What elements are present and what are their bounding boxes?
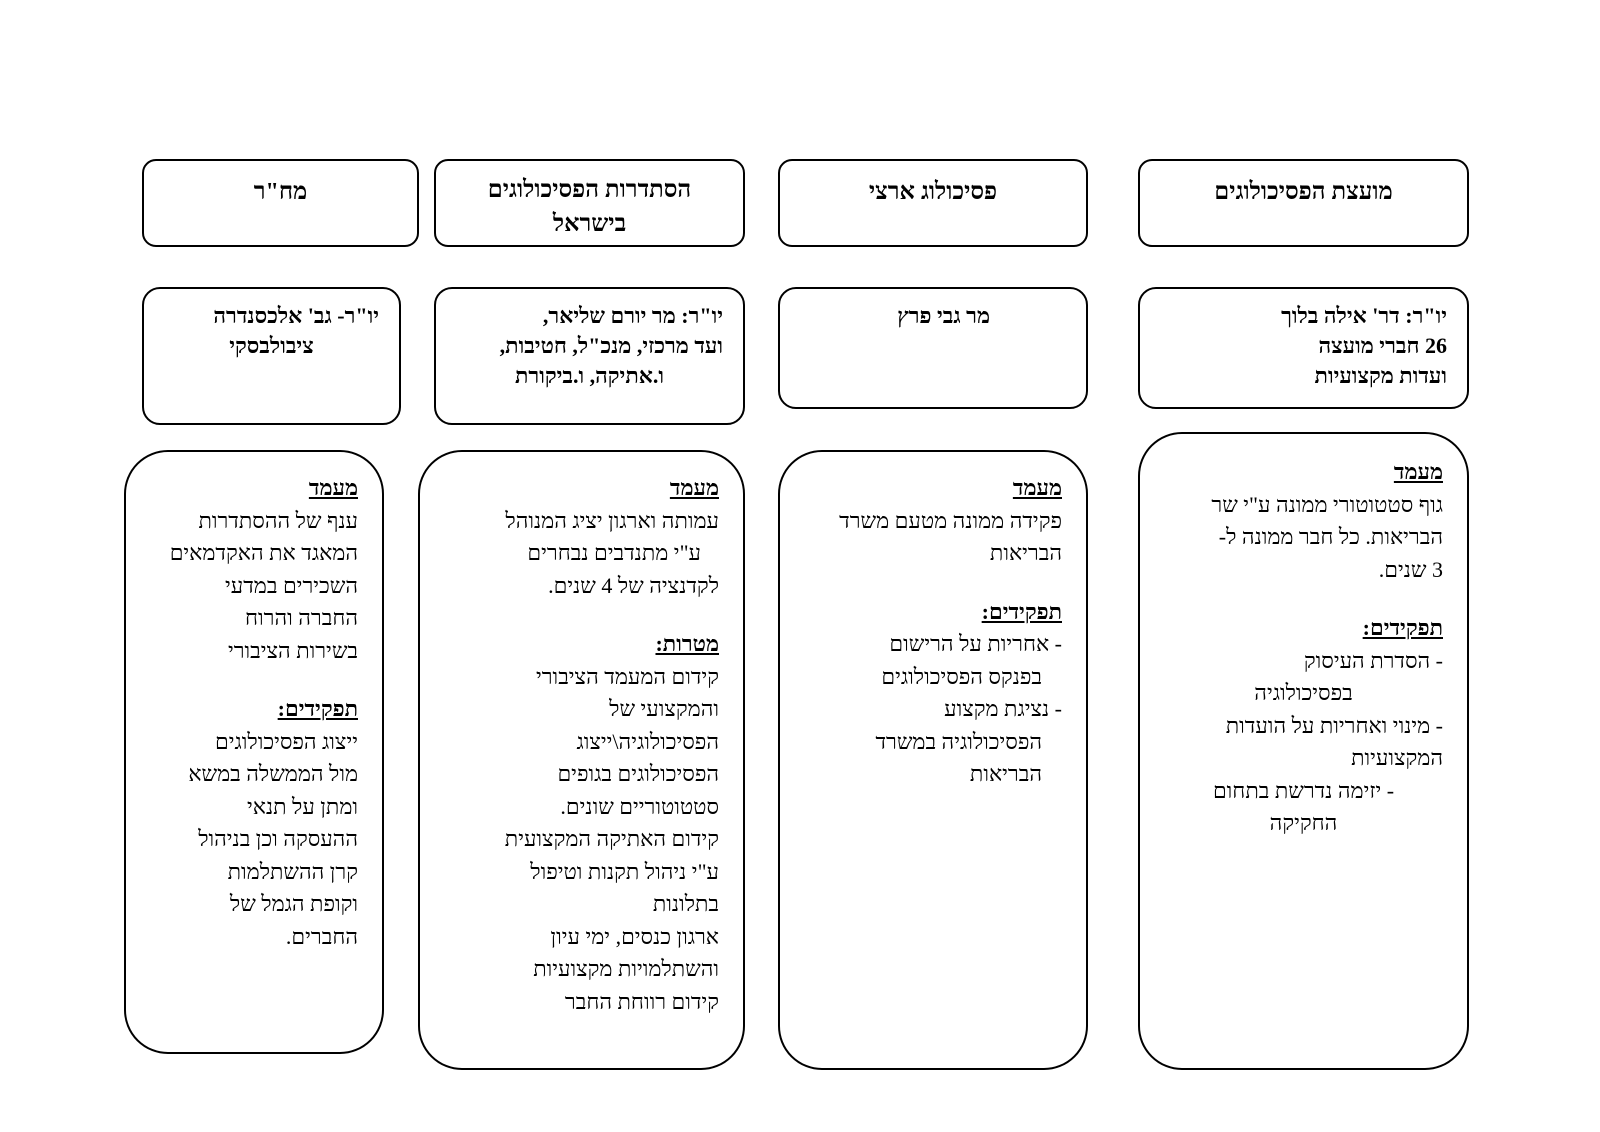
national-psychologist-name: מר גבי פרץ <box>897 303 990 328</box>
council-role-line: - יזימה נדרשת בתחום <box>1212 777 1395 803</box>
machar-status-line: בשירות הציבורי <box>227 637 358 663</box>
association-goal-line: ע"י ניהול תקנות וטיפול <box>530 858 719 884</box>
council-details-box: מעמד גוף סטטוטורי ממונה ע"י שר הבריאות. … <box>1138 432 1469 1070</box>
machar-role-line: קרן ההשתלמות <box>227 858 358 884</box>
machar-header-box: מח"ר <box>142 159 419 247</box>
national-roles-title: תפקידים: <box>981 598 1062 624</box>
machar-info-box: יו"ר- גב' אלכסנדרה ציבולבסקי <box>142 287 401 425</box>
association-goal-line: קידום המעמד הציבורי <box>535 663 719 689</box>
council-chair: יו"ר: דר' אילה בלוך <box>1281 303 1447 328</box>
association-bodies: ועד מרכזי, מנכ"ל, חטיבות, <box>499 333 723 358</box>
machar-status-line: ענף של ההסתדרות <box>198 507 358 533</box>
council-role-line: - הסדרת העיסוק <box>1303 647 1443 673</box>
machar-role-line: מול הממשלה במשא <box>188 761 358 786</box>
council-role-line: המקצועיות <box>1351 745 1443 770</box>
association-goal-line: והמקצועי של <box>609 696 719 721</box>
association-goal-line: והשתלמויות מקצועיות <box>533 956 719 981</box>
council-role-line: - מינוי ואחריות על הועדות <box>1225 712 1443 738</box>
machar-role-line: ומתן על תנאי <box>247 793 358 819</box>
association-goal-line: הפסיכולוגיה\ייצוג <box>576 728 719 754</box>
national-psychologist-header-box: פסיכולוג ארצי <box>778 159 1088 247</box>
national-role-line: - אחריות על הרישום <box>889 631 1062 656</box>
association-goal-line: בתלונות <box>652 891 719 916</box>
council-info-box: יו"ר: דר' אילה בלוך 26 חברי מועצה ועדות … <box>1138 287 1469 409</box>
association-status-line: ע"י מתנדבים נבחרים <box>527 540 701 565</box>
association-header-line: בישראל <box>552 211 627 237</box>
machar-status-line: החברה והרוח <box>245 605 358 630</box>
national-psychologist-header: פסיכולוג ארצי <box>868 179 998 205</box>
machar-status-line: השכירים במדעי <box>225 572 358 598</box>
national-psychologist-info-box: מר גבי פרץ <box>778 287 1088 409</box>
council-role-line: החקיקה <box>1269 810 1338 835</box>
council-committees: ועדות מקצועיות <box>1314 363 1447 388</box>
association-committees: ו.אתיקה, ו.ביקורת <box>515 363 664 388</box>
council-roles-title: תפקידים: <box>1362 615 1443 640</box>
national-status-title: מעמד <box>1012 475 1062 500</box>
council-header-box: מועצת הפסיכולוגים <box>1138 159 1469 247</box>
national-role-line: הפסיכולוגיה במשרד <box>875 728 1042 754</box>
association-status-line: לקדנציה של 4 שנים. <box>548 572 719 598</box>
national-role-line: בפנקס הפסיכולוגים <box>881 663 1042 689</box>
council-members: 26 חברי מועצה <box>1318 333 1448 358</box>
council-role-line: בפסיכולוגיה <box>1254 680 1353 705</box>
machar-roles-title: תפקידים: <box>277 696 358 721</box>
association-goal-line: הפסיכולוגים בגופים <box>557 761 719 786</box>
council-header: מועצת הפסיכולוגים <box>1214 179 1393 205</box>
machar-role-line: החברים. <box>285 923 358 949</box>
machar-chair-name: ציבולבסקי <box>229 333 314 358</box>
association-info-box: יו"ר: מר יורם שליאר, ועד מרכזי, מנכ"ל, ח… <box>434 287 745 425</box>
association-chair: יו"ר: מר יורם שליאר, <box>542 303 723 328</box>
association-goals-title: מטרות: <box>655 631 719 656</box>
machar-role-line: וקופת הגמל של <box>229 891 358 916</box>
national-role-line: הבריאות <box>969 761 1042 786</box>
machar-header: מח"ר <box>253 179 308 205</box>
association-goal-line: קידום רווחת החבר <box>564 988 719 1014</box>
machar-chair: יו"ר- גב' אלכסנדרה <box>213 303 379 328</box>
machar-role-line: ייצוג הפסיכולוגים <box>215 728 358 754</box>
association-header-box: הסתדרות הפסיכולוגים בישראל <box>434 159 745 247</box>
machar-status-title: מעמד <box>308 475 358 500</box>
national-psychologist-details-box: מעמד פקידה ממונה מטעם משרד הבריאות תפקיד… <box>778 450 1088 1070</box>
association-status-line: עמותה וארגון יציג המנוהל <box>505 507 719 533</box>
national-role-line: - נציגת מקצוע <box>944 696 1062 721</box>
association-goal-line: קידום האתיקה המקצועית <box>504 826 719 851</box>
council-status-line: 3 שנים. <box>1378 556 1443 582</box>
national-status-line: פקידה ממונה מטעם משרד <box>839 507 1062 533</box>
machar-role-line: ההעסקה וכן בניהול <box>198 826 358 851</box>
national-status-line: הבריאות <box>989 540 1062 565</box>
association-goal-line: ארגון כנסים, ימי עיון <box>550 923 719 949</box>
machar-status-line: המאגד את האקדמאים <box>169 540 358 565</box>
council-status-line: הבריאות. כל חבר ממונה ל- <box>1218 524 1443 549</box>
council-status-line: גוף סטטוטורי ממונה ע"י שר <box>1211 491 1443 517</box>
council-status-title: מעמד <box>1393 459 1443 484</box>
association-goal-line: סטטוטוריים שונים. <box>560 793 719 819</box>
association-details-box: מעמד עמותה וארגון יציג המנוהל ע"י מתנדבי… <box>418 450 745 1070</box>
association-header-line: הסתדרות הפסיכולוגים <box>487 177 692 203</box>
association-status-title: מעמד <box>669 475 719 500</box>
machar-details-box: מעמד ענף של ההסתדרות המאגד את האקדמאים ה… <box>124 450 384 1054</box>
